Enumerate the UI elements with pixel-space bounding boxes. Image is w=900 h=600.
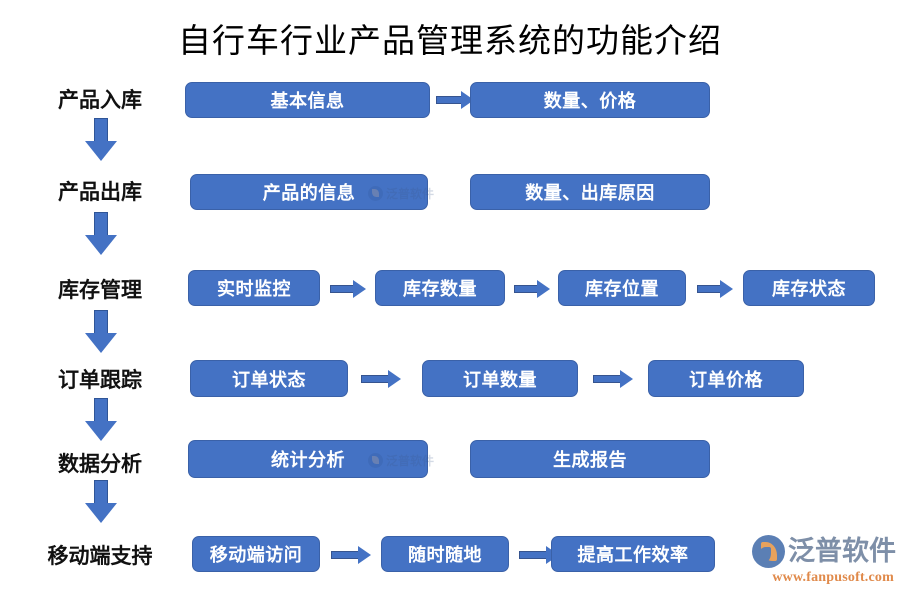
- process-box-improve-efficiency[interactable]: 提高工作效率: [551, 536, 715, 572]
- arrow-right-icon: [436, 91, 474, 109]
- page-title: 自行车行业产品管理系统的功能介绍: [178, 22, 722, 59]
- flow-arrow-down-icon: [85, 118, 117, 161]
- fanpu-logo-icon: [752, 534, 785, 568]
- logo-row: 泛普软件: [752, 533, 896, 569]
- process-box-anytime-anywhere[interactable]: 随时随地: [381, 536, 509, 572]
- process-box-mobile-access[interactable]: 移动端访问: [192, 536, 320, 572]
- arrow-right-icon: [331, 546, 373, 564]
- arrow-right-icon: [593, 370, 635, 388]
- process-box-order-status[interactable]: 订单状态: [190, 360, 348, 397]
- process-box-order-price[interactable]: 订单价格: [648, 360, 804, 397]
- process-box-product-info[interactable]: 产品的信息: [190, 174, 428, 210]
- process-box-realtime-monitor[interactable]: 实时监控: [188, 270, 320, 306]
- arrow-right-icon: [697, 280, 733, 298]
- process-box-basic-info[interactable]: 基本信息: [185, 82, 430, 118]
- brand-logo: 泛普软件 www.fanpusoft.com: [752, 533, 896, 589]
- arrow-right-icon: [514, 280, 550, 298]
- flow-arrow-down-icon: [85, 310, 117, 353]
- flow-arrow-down-icon: [85, 212, 117, 255]
- flow-arrow-down-icon: [85, 480, 117, 523]
- arrow-right-icon: [361, 370, 403, 388]
- logo-name: 泛普软件: [788, 535, 896, 566]
- process-box-order-quantity[interactable]: 订单数量: [422, 360, 578, 397]
- process-box-inventory-quantity[interactable]: 库存数量: [375, 270, 505, 306]
- row-label-data-analysis: 数据分析: [58, 453, 142, 476]
- row-label-mobile-support: 移动端支持: [47, 545, 153, 568]
- process-box-statistical-analysis[interactable]: 统计分析: [188, 440, 428, 478]
- process-box-inventory-status[interactable]: 库存状态: [743, 270, 875, 306]
- logo-url: www.fanpusoft.com: [772, 570, 894, 585]
- process-box-quantity-reason[interactable]: 数量、出库原因: [470, 174, 710, 210]
- row-label-inventory-management: 库存管理: [58, 279, 142, 302]
- process-box-generate-report[interactable]: 生成报告: [470, 440, 710, 478]
- process-box-inventory-location[interactable]: 库存位置: [558, 270, 686, 306]
- flow-arrow-down-icon: [85, 398, 117, 441]
- row-label-product-inbound: 产品入库: [58, 89, 142, 112]
- row-label-order-tracking: 订单跟踪: [58, 369, 142, 392]
- row-label-product-outbound: 产品出库: [58, 181, 142, 204]
- arrow-right-icon: [330, 280, 366, 298]
- process-box-quantity-price[interactable]: 数量、价格: [470, 82, 710, 118]
